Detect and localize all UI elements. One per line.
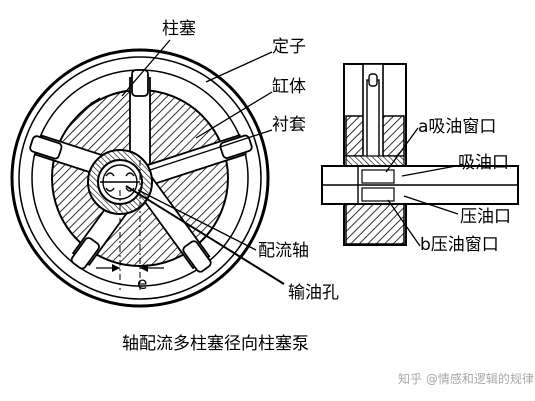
stator-label: 定子: [272, 37, 306, 57]
pintle-label: 配流轴: [258, 241, 309, 261]
leader-lines: [121, 39, 285, 285]
pintle: [97, 159, 143, 205]
suction-port-label: 吸油口: [458, 153, 509, 173]
pressure-port-label: 压油口: [460, 207, 511, 227]
suction-window-label: a吸油窗口: [418, 117, 496, 137]
pressure-window-label: b压油窗口: [420, 235, 499, 255]
leader-lines-right: [385, 127, 459, 247]
eccentricity-dimension: [96, 264, 164, 272]
bushing-label: 衬套: [272, 115, 306, 135]
figure-caption: 轴配流多柱塞径向柱塞泵: [122, 334, 309, 354]
plunger-label: 柱塞: [162, 19, 196, 39]
oil-hole-label: 输油孔: [288, 283, 339, 303]
eccentricity-label: e: [137, 274, 147, 294]
watermark: 知乎 @情感和逻辑的规律: [398, 371, 534, 386]
cylinder-block-label: 缸体: [272, 76, 306, 97]
